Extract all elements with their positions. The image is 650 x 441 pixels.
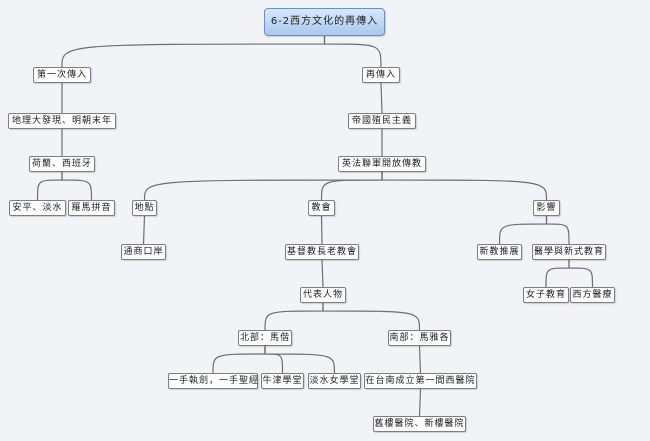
- topic-western-medicine[interactable]: 西方醫療: [570, 287, 615, 303]
- topic-medicine-education[interactable]: 醫學與新式教育: [532, 244, 606, 260]
- connector-line: [498, 216, 548, 245]
- topic-key-figures[interactable]: 代表人物: [300, 287, 346, 303]
- topic-first-introduction[interactable]: 第一次傳入: [33, 67, 91, 83]
- connector-line: [264, 346, 336, 374]
- connector-line: [320, 172, 383, 201]
- connector-line: [568, 260, 594, 288]
- topic-tamsui-girls-school[interactable]: 淡水女學堂: [308, 373, 361, 389]
- connector-line: [264, 303, 324, 331]
- topic-presbyterian-church[interactable]: 基督教長老教會: [285, 244, 359, 260]
- topic-old-new-hospitals[interactable]: 舊樓醫院、新樓醫院: [373, 416, 466, 432]
- connector-line: [322, 303, 421, 331]
- connector-line: [142, 215, 146, 245]
- connector-line: [380, 82, 383, 114]
- topic-first-western-hospital[interactable]: 在台南成立第一間西醫院: [364, 373, 477, 389]
- connector-line: [61, 36, 326, 68]
- connector-line: [264, 346, 284, 374]
- connector-line: [381, 172, 548, 201]
- topic-age-of-discovery[interactable]: 地理大發現、明朝末年: [8, 113, 116, 129]
- topic-treaty-ports[interactable]: 通商口岸: [121, 244, 166, 260]
- topic-north-mackay[interactable]: 北部：馬偕: [238, 330, 292, 346]
- connector-line: [321, 259, 324, 288]
- topic-sword-and-bible[interactable]: 一手執劍，一手聖經: [168, 373, 258, 389]
- topic-church[interactable]: 教會: [308, 200, 335, 216]
- root-topic[interactable]: 6-2西方文化的再傳入: [264, 8, 385, 36]
- connector-line: [212, 346, 266, 374]
- connector-line: [418, 345, 422, 374]
- topic-protestant-spread[interactable]: 新教推展: [477, 244, 522, 260]
- topic-romanization[interactable]: 羅馬拼音: [68, 200, 115, 216]
- connector-line: [323, 36, 382, 68]
- connector-line: [320, 215, 323, 245]
- topic-influence[interactable]: 影響: [533, 200, 560, 216]
- connector-line: [36, 172, 63, 201]
- topic-oxford-college[interactable]: 牛津學堂: [261, 373, 304, 389]
- topic-netherlands-spain[interactable]: 荷蘭、西班牙: [29, 156, 95, 172]
- topic-reintroduction[interactable]: 再傳入: [362, 67, 400, 83]
- topic-anglo-french-missions[interactable]: 英法聯軍開放傳教: [338, 156, 426, 172]
- topic-anping-tamsui[interactable]: 安平、淡水: [9, 200, 66, 216]
- connector-line: [545, 216, 570, 245]
- topic-locations[interactable]: 地點: [132, 200, 157, 216]
- topic-south-maxwell[interactable]: 南部：馬雅各: [388, 330, 451, 346]
- connector-line: [61, 172, 93, 201]
- topic-womens-education[interactable]: 女子教育: [523, 287, 569, 303]
- topic-imperial-colonialism[interactable]: 帝國殖民主義: [348, 113, 416, 129]
- connector-line: [143, 172, 383, 201]
- connector-line: [418, 388, 422, 417]
- connector-line: [545, 260, 570, 288]
